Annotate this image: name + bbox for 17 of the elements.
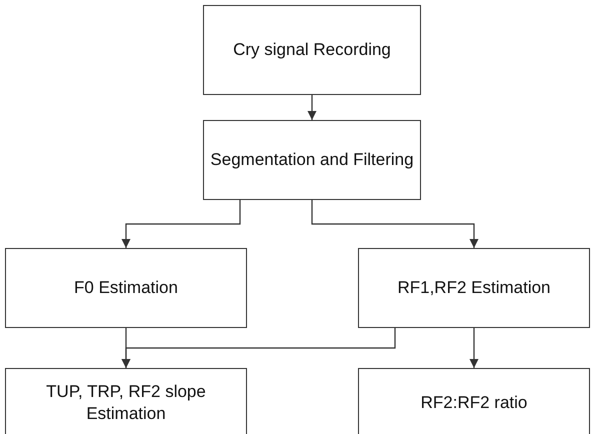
arrow <box>311 200 478 248</box>
process-box <box>203 5 421 95</box>
box-label: F0 Estimation <box>74 276 178 299</box>
box-label: TUP, TRP, RF2 slope Estimation <box>45 380 207 425</box>
box-label: Cry signal Recording <box>233 38 391 61</box>
process-box <box>5 248 247 328</box>
arrow <box>470 328 478 368</box>
arrow <box>122 328 396 368</box>
box-label: RF2:RF2 ratio <box>420 392 528 414</box>
process-box <box>5 368 247 434</box>
box-label: RF1,RF2 Estimation <box>397 276 551 299</box>
process-box <box>358 368 590 434</box>
arrow <box>122 200 241 248</box>
process-box <box>203 120 421 200</box>
process-box <box>358 248 590 328</box>
box-label: Segmentation and Filtering <box>210 148 414 171</box>
arrow <box>308 95 316 120</box>
